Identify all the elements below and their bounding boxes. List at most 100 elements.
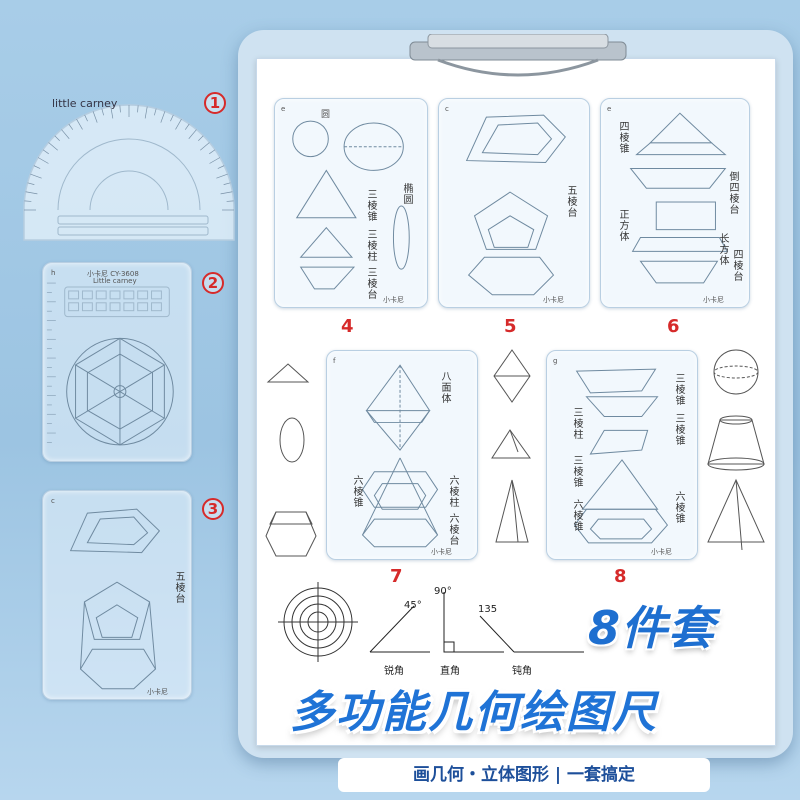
protractor-tick — [92, 111, 98, 123]
shape-column-middle — [491, 349, 531, 543]
template-8: g 三棱柱 三棱锥 三棱锥 三棱锥 六棱锥 六棱锥 小卡尼 — [546, 350, 698, 560]
right-degrees: 90° — [434, 586, 452, 597]
protractor-tick — [223, 182, 231, 185]
template-2-slot — [109, 290, 121, 300]
template-7-label-pyramid: 六棱锥 — [351, 475, 362, 508]
template-6-brand: 小卡尼 — [703, 296, 724, 304]
protractor-tick — [119, 105, 121, 113]
protractor-tick — [200, 142, 210, 151]
template-8-label-pyramid-2: 三棱锥 — [673, 413, 684, 446]
template-6-label-inverted: 倒四棱台 — [727, 171, 738, 215]
template-8-tag: g — [553, 357, 558, 365]
template-6-label-cuboid: 长方体 — [717, 233, 728, 266]
template-8-label-pyramid-3: 三棱锥 — [571, 455, 582, 488]
protractor-tick — [175, 118, 182, 130]
template-2-tag: h — [51, 269, 56, 277]
template-4-circle: 圆 — [321, 110, 331, 120]
protractor-tick — [154, 108, 157, 116]
template-4-label-frustum: 三棱台 — [365, 267, 376, 300]
template-8-label-hex-pyramid-2: 六棱锥 — [673, 491, 684, 524]
protractor-tick — [137, 105, 139, 113]
template-6: e 四棱锥 正方体 倒四棱台 长方体 四棱台 小卡尼 — [600, 98, 750, 308]
marker-8: 8 — [614, 566, 627, 587]
angle-diagrams — [369, 592, 584, 653]
template-8-brand: 小卡尼 — [651, 548, 672, 556]
template-6-tag: e — [607, 105, 612, 113]
template-2-slot — [137, 302, 149, 312]
protractor-tick — [209, 157, 221, 164]
protractor-tick — [220, 191, 233, 195]
protractor-tick — [76, 118, 83, 130]
template-5-tag: c — [445, 105, 449, 113]
shape-column-right — [707, 349, 765, 551]
protractor-tick — [33, 165, 41, 169]
template-7-drawing — [361, 364, 439, 548]
template-8-label-prism: 三棱柱 — [571, 407, 582, 440]
template-4-drawing — [292, 120, 410, 290]
product-title: 多功能几何绘图尺 — [290, 687, 658, 738]
protractor-brand: little carney — [52, 97, 118, 110]
template-3-tag: c — [51, 497, 55, 505]
template-8-drawing — [574, 368, 669, 544]
template-5-brand: 小卡尼 — [543, 296, 564, 304]
template-3-drawing — [69, 508, 161, 690]
set-count-headline: 8件套 — [588, 601, 716, 655]
right-label: 直角 — [440, 666, 460, 677]
protractor-tick — [184, 123, 190, 130]
protractor-tick — [42, 149, 49, 155]
template-2-slot — [95, 302, 107, 312]
template-8-label-hex-pyramid-1: 六棱锥 — [571, 499, 582, 532]
protractor-tick — [188, 129, 197, 139]
template-7-label-frustum: 六棱台 — [447, 513, 458, 546]
protractor-tick — [110, 106, 114, 119]
template-5: c 五棱台 小卡尼 — [438, 98, 590, 308]
protractor-tick — [27, 182, 35, 185]
template-7-label-prism: 六棱柱 — [447, 475, 458, 508]
template-2-slot — [81, 290, 93, 300]
template-6-label-cube: 正方体 — [617, 209, 628, 242]
template-2-slot — [109, 302, 121, 312]
protractor-tick — [30, 173, 42, 179]
template-5-drawing — [465, 114, 566, 296]
template-2-slot — [95, 290, 107, 300]
template-2-slot — [68, 290, 80, 300]
template-2-slot — [123, 302, 135, 312]
protractor-tick — [144, 106, 148, 119]
template-3-brand: 小卡尼 — [147, 688, 168, 696]
template-2-slot — [137, 290, 149, 300]
template-2-brand: 小卡尼 CY-3608 — [87, 270, 139, 278]
obtuse-degrees: 135 — [478, 604, 498, 615]
template-2-sub: Little carney — [93, 277, 137, 285]
protractor-tick — [217, 165, 225, 169]
template-4: e 圆 椭圆 三棱锥 三棱柱 三棱台 小卡尼 — [274, 98, 428, 308]
template-6-label-pyramid: 四棱锥 — [617, 121, 628, 154]
template-3: c 五棱台 小卡尼 — [42, 490, 192, 700]
template-8-label-pyramid-1: 三棱锥 — [673, 373, 684, 406]
clipboard-clip — [409, 34, 627, 77]
marker-1: 1 — [204, 92, 226, 114]
template-5-label: 五棱台 — [565, 185, 576, 218]
template-7-brand: 小卡尼 — [431, 548, 452, 556]
shape-column-left — [265, 363, 317, 557]
protractor-tick — [68, 123, 74, 130]
template-2-slot — [81, 302, 93, 312]
protractor-tick — [198, 135, 204, 141]
marker-6: 6 — [667, 316, 680, 337]
acute-label: 锐角 — [384, 666, 404, 677]
template-4-label-prism: 三棱柱 — [365, 229, 376, 262]
template-2-drawing — [46, 282, 174, 446]
protractor-tick — [209, 149, 216, 155]
protractor-tick — [160, 111, 166, 123]
marker-5: 5 — [504, 316, 517, 337]
protractor-tick — [48, 142, 58, 151]
template-2-slot — [68, 302, 80, 312]
protractor-tick — [101, 108, 104, 116]
template-4-label-pyramid: 三棱锥 — [365, 189, 376, 222]
template-2: 小卡尼 CY-3608 Little carney h — [42, 262, 192, 462]
template-4-tag: e — [281, 105, 286, 113]
protractor-tick — [170, 114, 174, 122]
template-7-tag: f — [333, 357, 336, 365]
obtuse-label: 钝角 — [512, 666, 532, 677]
template-6-label-frustum: 四棱台 — [731, 249, 742, 282]
template-6-drawing — [629, 112, 729, 284]
